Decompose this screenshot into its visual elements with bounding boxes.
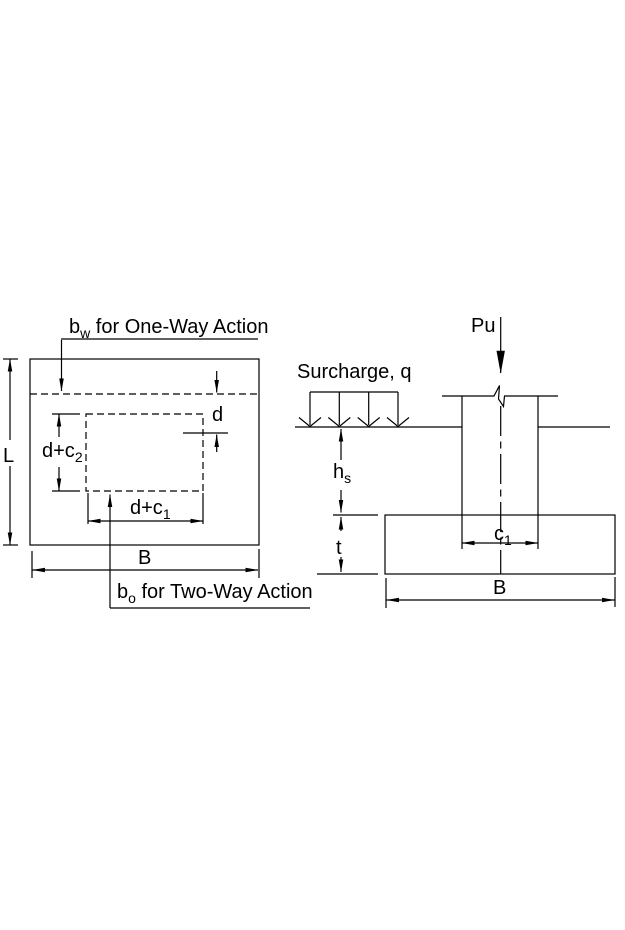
elev-column [461, 396, 539, 549]
footing-thickness-dim-label: t [336, 537, 342, 559]
surcharge-label: Surcharge, q [297, 361, 412, 383]
column-width-dim-label: c1 [494, 523, 512, 548]
one-way-width-label: bw for One-Way Action [69, 316, 269, 341]
dim-L [3, 358, 18, 546]
plan-two-way-section-outline [85, 413, 204, 492]
d-plus-c1-dim-label: d+c1 [130, 497, 171, 522]
plan-column-rect [183, 432, 228, 434]
plan-length-dim-label: L [3, 445, 15, 467]
elev-surcharge-arrows [298, 391, 410, 428]
dim-d-c1 [87, 493, 204, 524]
elev-footing-outline [384, 514, 616, 575]
axial-load-label: Pu [471, 315, 496, 337]
effective-depth-label: d [212, 404, 224, 426]
bw-leader-line [59, 338, 258, 392]
two-way-perimeter-label: bo for Two-Way Action [117, 581, 313, 606]
elev-extension-lines [317, 514, 378, 575]
dim-d-c2 [52, 413, 80, 492]
footing-width-dim-label: B [493, 577, 507, 599]
plan-width-dim-label: B [138, 547, 152, 569]
dim-B-elev [385, 577, 616, 608]
soil-height-dim-label: hs [333, 461, 352, 486]
bo-leader-line [107, 494, 310, 609]
plan-footing-outline [29, 358, 260, 546]
dim-B-plan [31, 549, 260, 578]
d-plus-c2-dim-label: d+c2 [42, 440, 83, 465]
elev-column-break [442, 385, 558, 409]
